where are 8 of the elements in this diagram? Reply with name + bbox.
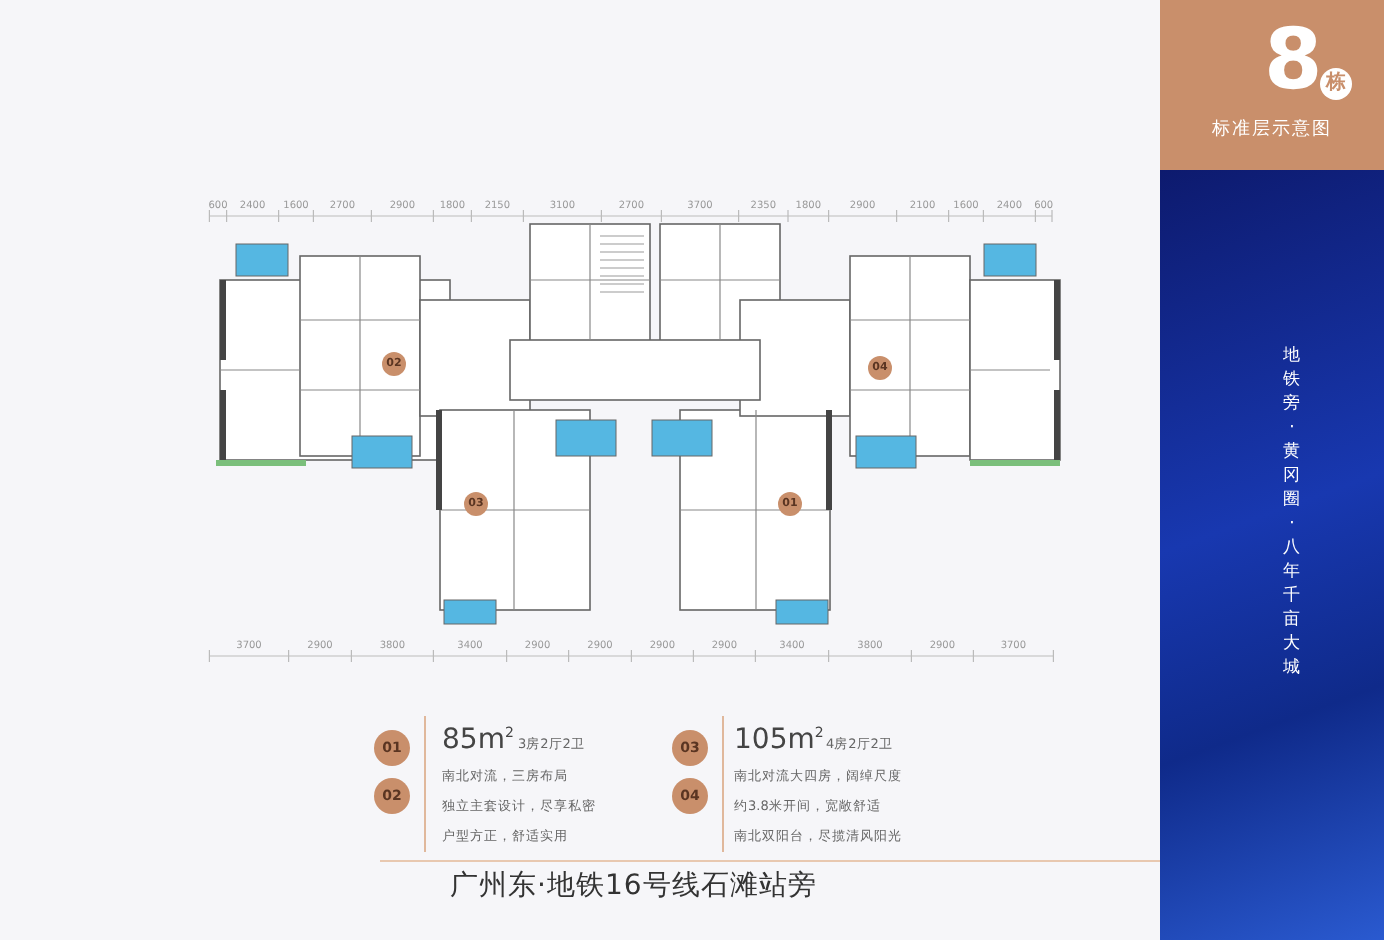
location-caption: 广州东·地铁16号线石滩站旁 xyxy=(450,868,817,904)
building-unit-icon: 栋 xyxy=(1320,68,1352,100)
area-value: 85m$^{2}$ xyxy=(442,724,514,756)
title-badge xyxy=(1160,0,1384,170)
building-number: 8 xyxy=(1264,16,1323,104)
plan-title: 标准层示意图 xyxy=(1210,117,1334,142)
vertical-slogan: 地铁旁·黄冈圈·八年千亩大城 xyxy=(1282,344,1302,680)
area-value: 105m$^{2}$ xyxy=(734,724,824,756)
